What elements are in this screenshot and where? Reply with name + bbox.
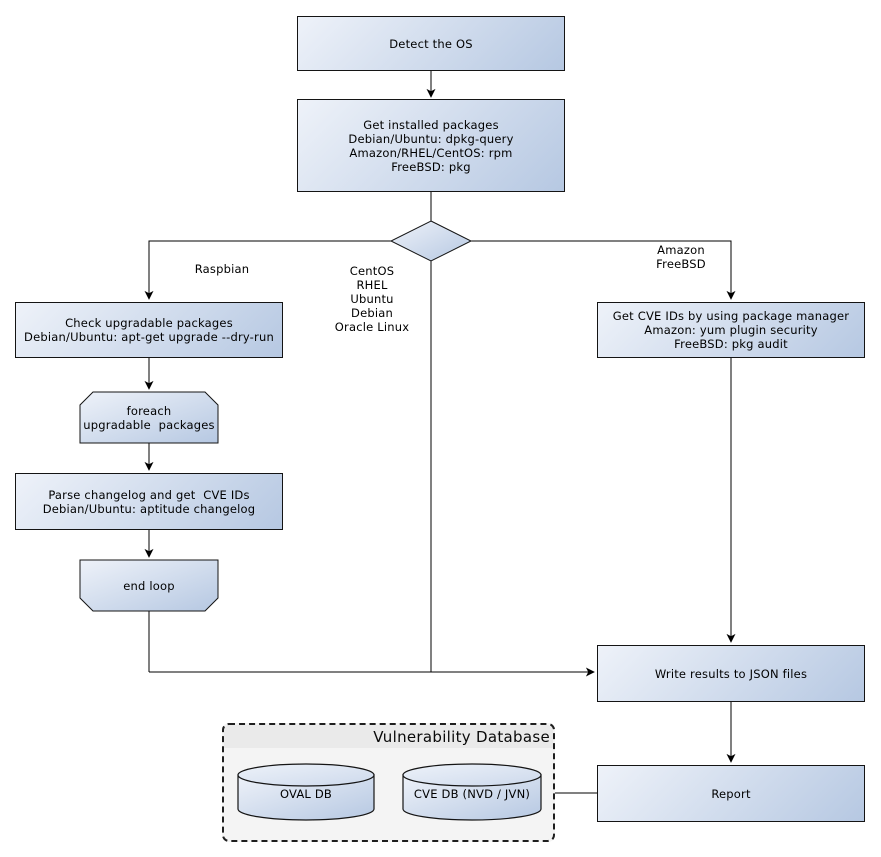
node-get-cve-ids: Get CVE IDs by using package manager Ama… (597, 302, 865, 358)
foreach-loop-label: foreach upgradable packages (83, 403, 215, 432)
node-check-upgradable-packages: Check upgradable packages Debian/Ubuntu:… (15, 302, 283, 358)
branch-label-yum-family: CentOS RHEL Ubuntu Debian Oracle Linux (334, 264, 410, 334)
node-write-results-json: Write results to JSON files (597, 645, 865, 702)
end-loop-label: end loop (123, 578, 175, 593)
node-report: Report (597, 765, 865, 822)
vulnerability-database-title: Vulnerability Database (224, 725, 553, 748)
cve-db-label: CVE DB (NVD / JVN) (413, 787, 531, 801)
decision-diamond (389, 220, 473, 262)
node-get-installed-packages: Get installed packages Debian/Ubuntu: dp… (297, 99, 565, 192)
oval-db-label: OVAL DB (279, 787, 333, 801)
branch-label-raspbian: Raspbian (194, 262, 250, 276)
node-parse-changelog: Parse changelog and get CVE IDs Debian/U… (15, 473, 283, 530)
branch-label-pkg-family: Amazon FreeBSD (656, 243, 706, 271)
node-detect-os: Detect the OS (297, 16, 565, 71)
